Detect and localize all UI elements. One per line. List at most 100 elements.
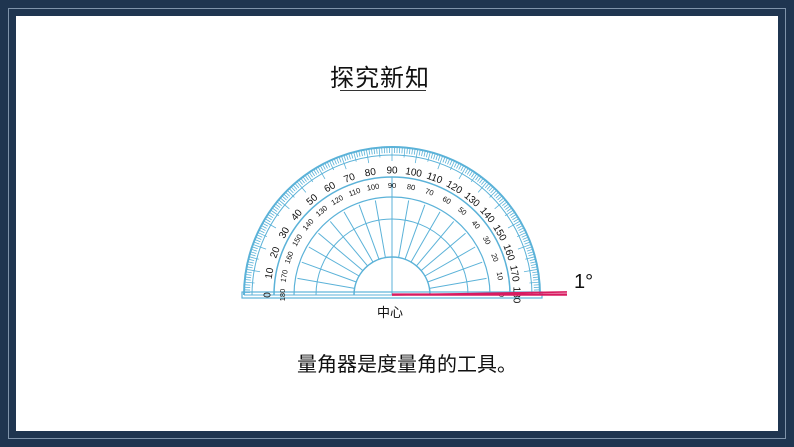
outer-scale-label: 110 bbox=[425, 171, 444, 187]
content-panel bbox=[16, 16, 778, 431]
scale-tick bbox=[498, 197, 504, 203]
scale-tick bbox=[527, 251, 534, 254]
radial-line bbox=[424, 246, 476, 277]
one-degree-angle bbox=[391, 291, 567, 296]
scale-tick bbox=[251, 246, 258, 250]
radial-line bbox=[398, 200, 410, 258]
outer-scale-label: 0 bbox=[263, 292, 274, 298]
scale-tick bbox=[507, 220, 521, 229]
scale-tick bbox=[523, 239, 530, 243]
inner-scale-label: 40 bbox=[470, 219, 482, 231]
scale-tick bbox=[517, 244, 532, 250]
scale-tick bbox=[276, 201, 282, 206]
scale-tick bbox=[466, 169, 471, 175]
scale-tick bbox=[365, 149, 370, 164]
radial-line bbox=[427, 261, 483, 283]
scale-tick bbox=[403, 147, 406, 158]
scale-tick bbox=[427, 151, 431, 162]
radial-line bbox=[301, 261, 357, 283]
scale-tick bbox=[253, 241, 260, 245]
scale-tick bbox=[414, 149, 419, 164]
radial-line bbox=[318, 232, 364, 271]
outer-scale-label: 90 bbox=[386, 166, 398, 177]
scale-tick bbox=[256, 234, 263, 238]
scale-tick bbox=[326, 161, 331, 168]
scale-tick bbox=[250, 251, 257, 254]
inner-scale-label: 50 bbox=[456, 205, 468, 217]
scale-tick bbox=[302, 176, 307, 182]
scale-tick bbox=[336, 157, 340, 164]
scale-tick bbox=[504, 209, 514, 217]
scale-tick bbox=[421, 150, 424, 157]
scale-tick bbox=[254, 239, 261, 243]
scale-tick bbox=[502, 201, 508, 206]
scale-tick bbox=[341, 155, 347, 170]
scale-tick bbox=[525, 256, 536, 260]
radial-line bbox=[429, 277, 487, 289]
scale-tick bbox=[353, 151, 357, 162]
scale-tick bbox=[506, 207, 512, 212]
scale-tick bbox=[281, 195, 287, 201]
scale-tick bbox=[294, 183, 300, 189]
scale-tick bbox=[298, 179, 303, 185]
outer-scale-label: 160 bbox=[500, 243, 516, 263]
scale-tick bbox=[449, 159, 453, 166]
scale-tick bbox=[308, 172, 313, 178]
inner-scale-label: 130 bbox=[314, 204, 329, 219]
scale-tick bbox=[266, 216, 272, 221]
scale-tick bbox=[292, 184, 298, 190]
scale-tick bbox=[532, 276, 539, 279]
scale-tick bbox=[503, 203, 509, 208]
scale-tick bbox=[456, 162, 460, 169]
radial-line bbox=[343, 211, 374, 263]
scale-tick bbox=[497, 195, 503, 201]
scale-tick bbox=[449, 160, 455, 171]
scale-tick bbox=[490, 188, 496, 194]
inner-scale-label: 30 bbox=[481, 234, 493, 246]
scale-tick bbox=[287, 190, 295, 198]
scale-tick bbox=[280, 197, 286, 203]
scale-tick bbox=[433, 153, 436, 160]
scale-tick bbox=[505, 205, 511, 210]
scale-tick bbox=[411, 148, 413, 155]
scale-tick bbox=[273, 205, 279, 210]
inner-scale-label: 150 bbox=[290, 233, 304, 248]
scale-tick bbox=[358, 150, 361, 157]
scale-tick bbox=[509, 211, 515, 216]
scale-tick bbox=[343, 154, 347, 161]
scale-tick bbox=[296, 181, 307, 193]
scale-tick bbox=[258, 229, 265, 234]
slide-title: 探究新知 bbox=[330, 64, 430, 92]
scale-tick bbox=[517, 225, 523, 229]
outer-scale-label: 10 bbox=[264, 267, 277, 280]
scale-tick bbox=[413, 148, 416, 155]
scale-tick bbox=[272, 207, 278, 212]
scale-tick bbox=[300, 178, 305, 184]
scale-tick bbox=[245, 271, 252, 274]
inner-scale-label: 80 bbox=[406, 182, 416, 192]
scale-tick bbox=[526, 248, 533, 252]
scale-tick bbox=[269, 211, 275, 216]
scale-tick bbox=[471, 172, 476, 178]
scale-tick bbox=[516, 222, 522, 227]
inner-scale-label: 140 bbox=[301, 217, 316, 232]
scale-tick bbox=[333, 158, 337, 165]
radial-line bbox=[374, 200, 386, 258]
title-underline bbox=[340, 90, 426, 91]
scale-tick bbox=[331, 159, 335, 166]
inner-scale-label: 180 bbox=[278, 289, 287, 302]
scale-tick bbox=[248, 256, 259, 260]
scale-tick bbox=[283, 193, 289, 199]
scale-tick bbox=[267, 214, 274, 218]
inner-scale-label: 60 bbox=[441, 194, 453, 206]
outer-scale-label: 170 bbox=[507, 264, 521, 283]
radial-line bbox=[404, 204, 426, 260]
scale-tick bbox=[488, 186, 494, 192]
radial-line bbox=[420, 232, 466, 271]
scale-tick bbox=[246, 268, 261, 273]
inner-scale-label: 110 bbox=[347, 186, 361, 199]
scale-tick bbox=[430, 152, 434, 159]
scale-tick bbox=[425, 151, 429, 158]
